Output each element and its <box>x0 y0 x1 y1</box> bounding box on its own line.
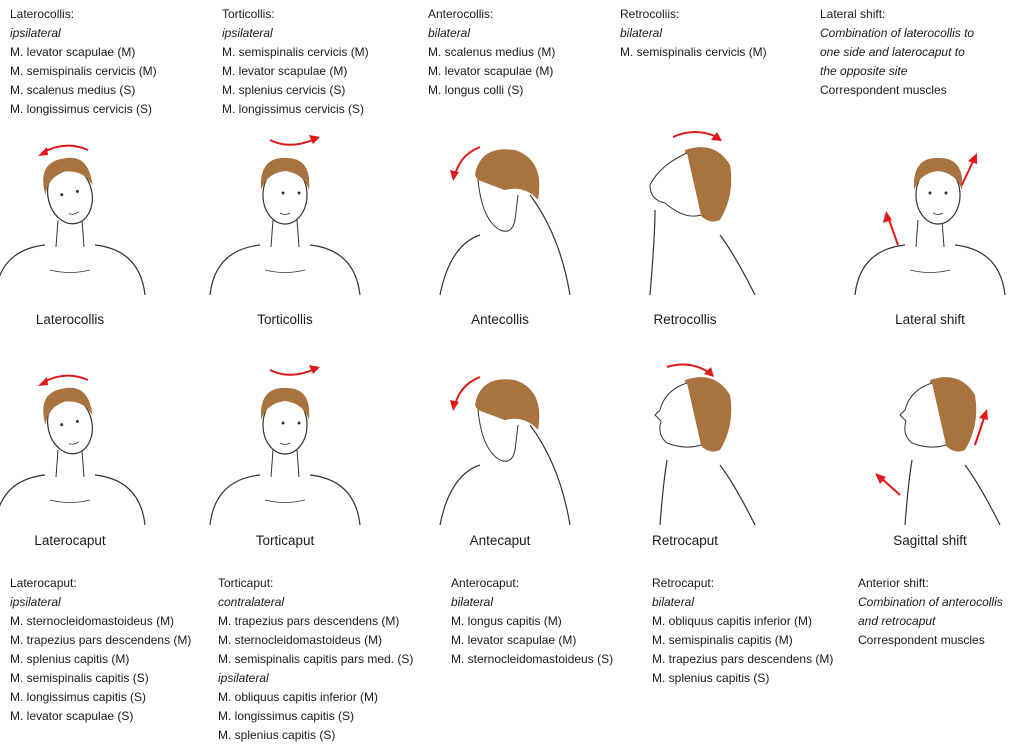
bottom-text-0: Laterocaput: ipsilateral M. sternocleidoma… <box>10 574 191 726</box>
figure-label: Torticollis <box>257 312 313 327</box>
muscle-line: M. longus colli (S) <box>428 83 524 97</box>
figure-label: Laterocaput <box>34 533 106 548</box>
block-title: Anterior shift: <box>858 576 929 590</box>
muscle-line: M. levator scapulae (M) <box>222 64 348 78</box>
muscle-line: M. longissimus capitis (S) <box>10 690 147 704</box>
muscle-line: M. trapezius pars descendens (M) <box>218 614 400 628</box>
direction-arrow-icon <box>38 144 89 156</box>
muscle-line: M. splenius capitis (S) <box>652 671 770 685</box>
side-label: bilateral <box>652 595 695 609</box>
muscle-line: Correspondent muscles <box>820 83 947 97</box>
muscle-line: M. trapezius pars descendens (M) <box>652 652 834 666</box>
muscle-line: M. longissimus capitis (S) <box>218 709 355 723</box>
side-label: bilateral <box>620 26 663 40</box>
direction-arrow-icon <box>450 376 481 411</box>
muscle-line: M. trapezius pars descendens (M) <box>10 633 192 647</box>
figure-retrocollis <box>605 125 765 305</box>
block-title: Torticollis: <box>222 7 275 21</box>
muscle-line: M. semispinalis cervicis (M) <box>620 45 767 59</box>
description-line: one side and laterocaput to <box>820 45 965 59</box>
direction-arrow-icon <box>38 374 89 386</box>
figure-label: Antecollis <box>471 312 529 327</box>
side-label: ipsilateral <box>10 595 61 609</box>
muscle-line: M. longus capitis (M) <box>451 614 562 628</box>
muscle-line: M. semispinalis capitis (S) <box>10 671 149 685</box>
direction-arrow-icon <box>666 363 714 377</box>
description-line: Combination of anterocollis <box>858 595 1003 609</box>
side-label: ipsilateral <box>218 671 269 685</box>
direction-arrow-icon <box>269 135 320 146</box>
figure-laterocollis <box>0 125 150 305</box>
top-text-0: Laterocollis: ipsilateral M. levator scapu… <box>10 5 157 119</box>
side-label: contralateral <box>218 595 285 609</box>
block-title: Torticaput: <box>218 576 274 590</box>
figure-label: Retrocollis <box>653 312 717 327</box>
muscle-line: M. semispinalis cervicis (M) <box>10 64 157 78</box>
bottom-text-4: Anterior shift: Combination of anterocoll… <box>858 574 1003 650</box>
muscle-line: M. semispinalis cervicis (M) <box>222 45 369 59</box>
figure-label: Retrocaput <box>651 533 719 548</box>
block-title: Retrocoliis: <box>620 7 680 21</box>
figure-label: Torticaput <box>255 533 315 548</box>
top-text-3: Retrocoliis: bilateral M. semispinalis cer… <box>620 5 767 62</box>
block-title: Laterocaput: <box>10 576 77 590</box>
muscle-line: M. semispinalis capitis (M) <box>652 633 793 647</box>
direction-arrow-icon <box>875 409 988 496</box>
muscle-line: M. semispinalis capitis pars med. (S) <box>218 652 414 666</box>
block-title: Lateral shift: <box>820 7 886 21</box>
muscle-line: M. scalenus medius (M) <box>428 45 556 59</box>
block-title: Anterocollis: <box>428 7 494 21</box>
direction-arrow-icon <box>672 131 722 141</box>
muscle-line: M. levator scapulae (M) <box>10 45 136 59</box>
figure-torticollis <box>205 125 365 305</box>
muscle-line: M. longissimus cervicis (S) <box>10 102 153 116</box>
figure-label: Laterocollis <box>35 312 105 327</box>
figure-retrocaput <box>605 355 765 535</box>
direction-arrow-icon <box>450 146 481 181</box>
block-title: Laterocollis: <box>10 7 75 21</box>
description-line: and retrocaput <box>858 614 936 628</box>
top-text-1: Torticollis: ipsilateral M. semispinalis c… <box>222 5 369 119</box>
bottom-text-2: Anterocaput: bilateral M. longus capitis (… <box>451 574 613 669</box>
description-line: Combination of laterocollis to <box>820 26 975 40</box>
bottom-text-3: Retrocaput: bilateral M. obliquus capitis … <box>652 574 833 688</box>
muscle-line: M. splenius capitis (M) <box>10 652 130 666</box>
muscle-line: M. sternocleidomastoideus (S) <box>451 652 614 666</box>
figure-label: Antecaput <box>469 533 531 548</box>
muscle-line: M. splenius capitis (S) <box>218 728 336 742</box>
bottom-text-1: Torticaput: contralateral M. trapezius par… <box>218 574 413 745</box>
figure-label: Lateral shift <box>895 312 965 327</box>
muscle-line: M. sternocleidomastoideus (M) <box>218 633 383 647</box>
muscle-line: M. levator scapulae (M) <box>451 633 577 647</box>
figure-sagittal-shift <box>850 355 1010 535</box>
direction-arrow-icon <box>269 365 320 376</box>
figure-laterocaput <box>0 355 150 535</box>
side-label: ipsilateral <box>222 26 273 40</box>
side-label: bilateral <box>451 595 494 609</box>
figure-torticaput <box>205 355 365 535</box>
muscle-line: Correspondent muscles <box>858 633 985 647</box>
block-title: Retrocaput: <box>652 576 715 590</box>
top-text-4: Lateral shift: Combination of laterocolli… <box>820 5 974 100</box>
figure-antecollis <box>420 125 580 305</box>
direction-arrow-icon <box>883 153 977 246</box>
muscle-line: M. levator scapulae (S) <box>10 709 134 723</box>
block-title: Anterocaput: <box>451 576 520 590</box>
muscle-line: M. longissimus cervicis (S) <box>222 102 365 116</box>
description-line: the opposite site <box>820 64 908 78</box>
top-text-2: Anterocollis: bilateral M. scalenus medius… <box>428 5 555 100</box>
muscle-line: M. obliquus capitis inferior (M) <box>652 614 813 628</box>
muscle-line: M. obliquus capitis inferior (M) <box>218 690 379 704</box>
side-label: bilateral <box>428 26 471 40</box>
figure-label: Sagittal shift <box>893 533 967 548</box>
muscle-line: M. scalenus medius (S) <box>10 83 136 97</box>
muscle-line: M. splenius cervicis (S) <box>222 83 346 97</box>
muscle-line: M. sternocleidomastoideus (M) <box>10 614 175 628</box>
muscle-line: M. levator scapulae (M) <box>428 64 554 78</box>
figure-antecaput <box>420 355 580 535</box>
side-label: ipsilateral <box>10 26 61 40</box>
figure-lateral-shift <box>850 125 1010 305</box>
